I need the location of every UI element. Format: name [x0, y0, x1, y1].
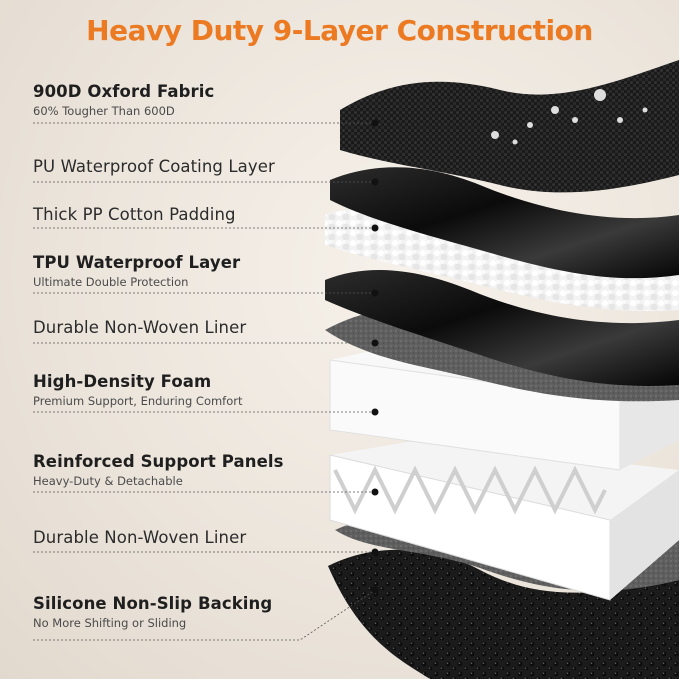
- layer-label-6: High-Density Foam Premium Support, Endur…: [33, 372, 243, 408]
- layer-subtitle: Heavy-Duty & Detachable: [33, 474, 183, 488]
- tpu-layer: [325, 269, 679, 386]
- layer-label-9: Silicone Non-Slip Backing No More Shifti…: [33, 594, 272, 630]
- leader-dots: [371, 119, 379, 594]
- layer-subtitle: 60% Tougher Than 600D: [33, 104, 175, 118]
- layer-label-2: PU Waterproof Coating Layer: [33, 157, 275, 176]
- layer-name: TPU Waterproof Layer: [33, 253, 241, 272]
- layer-name: High-Density Foam: [33, 372, 212, 391]
- layer-label-7: Reinforced Support Panels Heavy-Duty & D…: [33, 452, 284, 488]
- leader-lines: [33, 122, 376, 641]
- layer-name: Reinforced Support Panels: [33, 452, 284, 471]
- layer-label-1: 900D Oxford Fabric 60% Tougher Than 600D: [33, 82, 214, 118]
- page-title: Heavy Duty 9-Layer Construction: [86, 14, 593, 47]
- layer-name: Thick PP Cotton Padding: [33, 205, 236, 224]
- layer-subtitle: No More Shifting or Sliding: [33, 616, 187, 630]
- oxford-fabric-layer: [340, 60, 679, 193]
- layer-name: 900D Oxford Fabric: [33, 82, 215, 101]
- silicone-backing-layer: [328, 549, 679, 679]
- layer-subtitle: Premium Support, Enduring Comfort: [33, 394, 243, 408]
- cotton-padding-layer: [325, 206, 679, 311]
- layer-label-8: Durable Non-Woven Liner: [33, 528, 246, 547]
- layer-name: Durable Non-Woven Liner: [33, 528, 247, 547]
- layer-name: PU Waterproof Coating Layer: [33, 157, 275, 176]
- layer-name: Silicone Non-Slip Backing: [33, 594, 273, 613]
- layer-subtitle: Ultimate Double Protection: [33, 275, 189, 289]
- layer-label-3: Thick PP Cotton Padding: [33, 205, 236, 224]
- pu-coating-layer: [330, 167, 679, 279]
- layer-name: Durable Non-Woven Liner: [33, 318, 247, 337]
- layer-label-4: TPU Waterproof Layer Ultimate Double Pro…: [33, 253, 240, 289]
- water-droplets: [491, 89, 648, 145]
- layer-label-5: Durable Non-Woven Liner: [33, 318, 246, 337]
